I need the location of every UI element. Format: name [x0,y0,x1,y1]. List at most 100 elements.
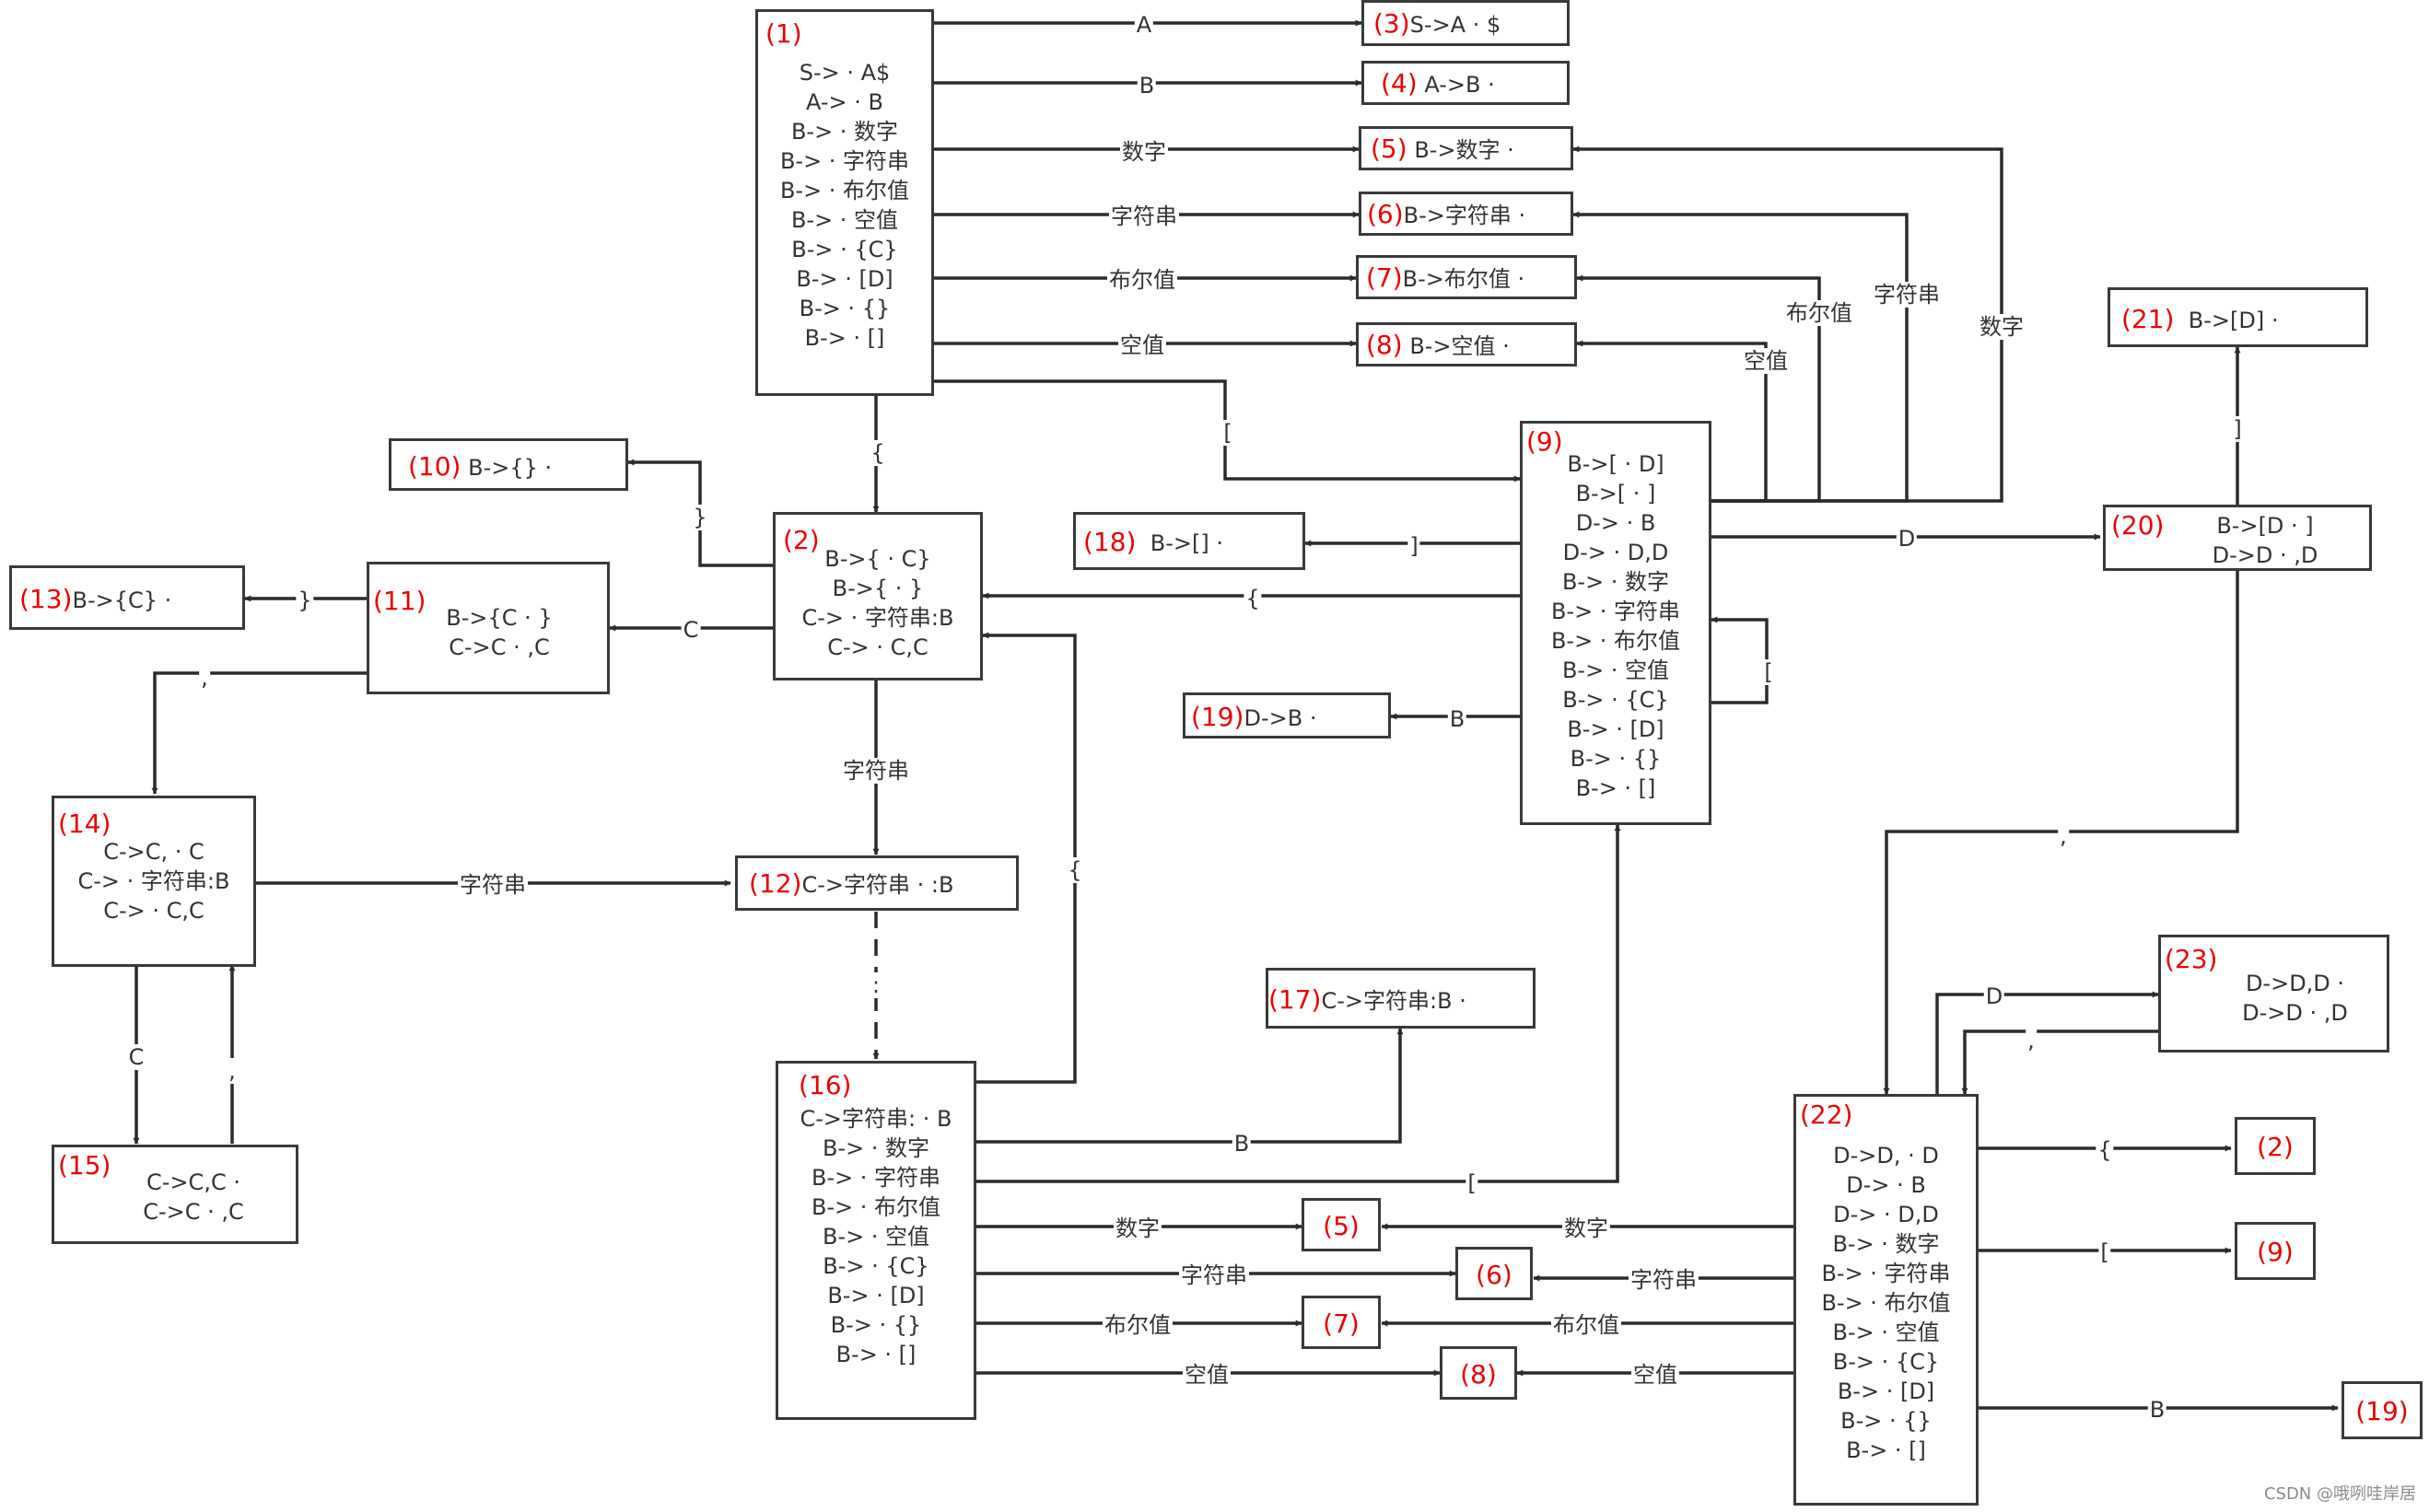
item-list: D->D,D · D->D · ,D [2203,969,2387,1028]
edge-label-9-18: ] [1407,533,1420,559]
lr-item: B-> · [D] [796,266,893,292]
lr-item: B-> · 空值 [790,207,899,233]
state-number: (11) [373,586,426,616]
edge-label-1-9: [ [1221,420,1234,446]
lr-item: B-> · {} [1840,1408,1932,1434]
lr-item: C-> · 字符串:B [77,868,230,894]
state-11: (11) B->{C · } C->C · ,C [367,562,610,694]
state-1: (1) S-> · A$ A-> · B B-> · 数字 B-> · 字符串 … [755,9,934,396]
lr-item: B->{ · C} [824,546,931,572]
edge-label-2-12: 字符串 [841,758,911,784]
edge-label-1-3: A [1134,12,1154,38]
state-number: (5) [1323,1211,1360,1241]
edge-label-16-9: [ [1466,1170,1478,1196]
edge-label-9-6: 字符串 [1872,282,1942,308]
lr-item: A-> · B [805,89,883,115]
edge-9-self [1711,616,1769,704]
edge-label-23-22: , [2026,1028,2037,1053]
edge-11-14 [151,671,367,795]
lr-item: D->D, · D [1833,1143,1939,1169]
state-number: (15) [58,1150,111,1181]
state-5: (5) B->数字 · [1359,126,1573,170]
lr-item: B->{C} · [72,587,172,613]
edge-label-16-6: 字符串 [1179,1262,1249,1288]
item-list: C->C, · C C-> · 字符串:B C-> · C,C [54,837,253,925]
edge-label-1-2: { [869,440,887,466]
state-13: (13)B->{C} · [9,565,245,630]
lr-item: B-> · 字符串 [1550,599,1681,624]
lr-item: C-> · 字符串:B [801,605,954,631]
edge-label-9-2: { [1244,586,1262,611]
lr-item: C->C · ,C [143,1199,244,1225]
state-9-ref: (9) [2235,1222,2316,1280]
lr-item: D-> · D,D [1562,540,1669,565]
state-number: (9) [2257,1237,2294,1267]
edge-label-9-19: B [1447,706,1467,732]
lr-item: B->布尔值 · [1402,266,1525,292]
lr-item: B-> · [] [804,325,885,351]
lr-item: B-> · {C} [823,1253,929,1279]
state-number: (7) [1366,262,1403,293]
state-7-ref: (7) [1302,1296,1381,1349]
lr-item: B->数字 · [1414,137,1514,163]
state-5-ref: (5) [1302,1198,1381,1251]
state-10: (10) B->{} · [389,438,628,491]
state-number: (6) [1367,199,1404,229]
state-18: (18) B->[] · [1073,512,1305,570]
lr-item: B-> · {C} [1562,687,1669,713]
lr-item: D->D,D · [2245,971,2345,996]
item-list: B->[ · D] B->[ · ] D-> · B D-> · D,D B->… [1523,449,1709,803]
state-number: (10) [408,451,461,482]
lr-item: D-> · B [1846,1172,1926,1198]
edge-label-2-11: C [681,617,701,643]
state-19-ref: (19) [2341,1381,2423,1439]
lr-item: B-> · [] [1846,1437,1926,1463]
edge-label-11-13: } [296,587,314,613]
state-number: (20) [2111,510,2165,541]
lr-item: D-> · B [1575,510,1656,536]
lr-item: B->[ · D] [1567,451,1664,477]
lr-item: B-> · 空值 [1561,657,1670,683]
state-number: (18) [1083,527,1137,557]
lr-item: B-> · 字符串 [779,148,910,174]
state-number: (1) [765,18,802,49]
edge-label-16-8: 空值 [1183,1362,1231,1388]
edge-16-17 [976,1028,1404,1144]
watermark: CSDN @哦咧哇岸居 [2263,1484,2416,1504]
lr-item: B-> · 数字 [790,119,899,145]
state-9: (9) B->[ · D] B->[ · ] D-> · B D-> · D,D… [1520,421,1711,825]
lr-item: C->字符串:B · [1321,988,1466,1014]
state-12: (12)C->字符串 · :B [735,855,1019,911]
state-number: (8) [1366,330,1403,360]
state-21: (21) B->[D] · [2108,287,2368,347]
state-15: (15) C->C,C · C->C · ,C [52,1145,298,1244]
state-22: (22) D->D, · D D-> · B D-> · D,D B-> · 数… [1793,1094,1979,1506]
state-number: (7) [1323,1308,1360,1339]
lr-item: B-> · {} [799,296,891,321]
lr-item: B-> · 数字 [1561,569,1670,595]
lr-item: B-> · 空值 [822,1224,930,1250]
lr-item: B->[] · [1150,530,1223,556]
item-list: B->{C · } C->C · ,C [391,603,607,662]
state-8: (8) B->空值 · [1356,322,1577,366]
state-19: (19)D->B · [1183,692,1391,739]
lr-item: B-> · [D] [827,1283,925,1308]
edge-label-2-10: } [691,505,709,530]
lr-item: B->{ · } [832,576,924,601]
lr-item: B-> · 字符串 [1821,1261,1951,1286]
edge-23-22 [1961,1029,2158,1095]
edge-label-16-7: 布尔值 [1103,1312,1173,1338]
lr-item: B-> · 字符串 [811,1165,941,1191]
edge-label-16-5: 数字 [1114,1215,1162,1241]
lr-item: B-> · [D] [1567,716,1664,742]
edge-label-9-8: 空值 [1742,348,1790,374]
lr-item: B-> · [D] [1837,1378,1935,1404]
lr-item: B->空值 · [1409,333,1510,359]
lr-item: A->B · [1424,72,1495,98]
lr-item: B-> · 布尔值 [1550,628,1681,654]
state-6: (6)B->字符串 · [1359,192,1573,236]
edge-9-8 [1576,340,1768,503]
edge-16-9 [976,824,1621,1183]
edge-label-1-7: 布尔值 [1107,267,1177,293]
state-number: (19) [1191,702,1244,732]
